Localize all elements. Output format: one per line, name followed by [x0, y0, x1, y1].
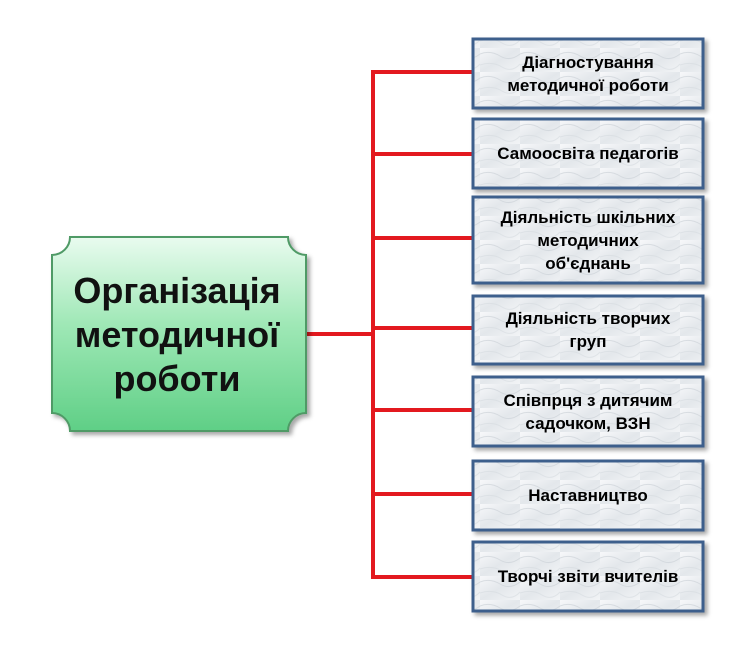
item-box-4	[471, 294, 705, 366]
main-topic-shape	[51, 236, 307, 432]
item-box-7	[471, 540, 705, 613]
item-label-4: Діяльність творчих груп	[505, 309, 671, 351]
item-box-5	[471, 375, 705, 448]
item-label-7: Творчі звіти вчителів	[497, 567, 679, 586]
item-box-6	[471, 459, 705, 532]
main-topic-label: Організація методичної роботи	[73, 270, 281, 399]
connector-lines	[306, 70, 474, 579]
item-label-1: Діагностування методичної роботи	[507, 52, 669, 95]
item-label-3: Діяльність шкільних методичних об'єднань	[500, 207, 676, 273]
item-label-2: Самоосвіта педагогів	[497, 144, 679, 163]
item-box-2	[471, 117, 705, 190]
item-box-3	[471, 195, 705, 285]
item-label-6: Наставництво	[528, 486, 648, 505]
item-box-1	[471, 37, 705, 110]
item-label-5: Співпрця з дитячим садочком, ВЗН	[503, 390, 673, 433]
item-boxes	[471, 37, 705, 613]
